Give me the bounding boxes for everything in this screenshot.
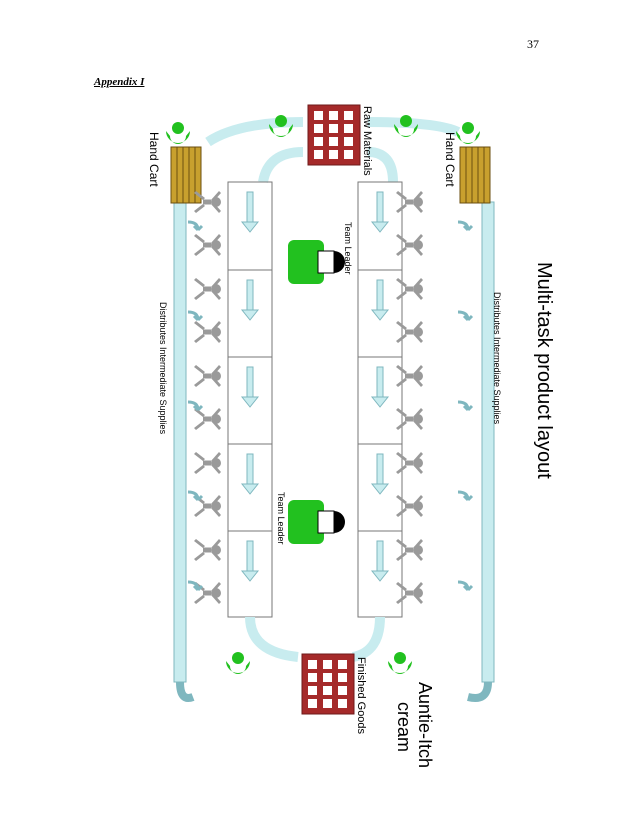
- worker-icon: [396, 191, 423, 604]
- right-supply-pipe: [481, 201, 495, 683]
- finished-goods-label: Finished Goods: [355, 657, 367, 735]
- worker-icon: [194, 191, 221, 604]
- team-leader-label-top: Team Leader: [343, 222, 353, 275]
- right-pipe-bottom-hook: [467, 681, 492, 702]
- hand-cart-right-label: Hand Cart: [443, 132, 457, 187]
- distributes-label-right: Distributes Intermediate Supplies: [492, 292, 502, 425]
- left-pipe-bottom-hook: [176, 681, 195, 702]
- team-leader-label-bottom: Team Leader: [276, 492, 286, 545]
- raw-materials-label: Raw Materials: [361, 106, 373, 176]
- hand-cart-left-label: Hand Cart: [147, 132, 161, 187]
- team-leader-icon: [287, 499, 346, 545]
- raw-materials-box: [307, 104, 361, 166]
- product-name-line2: cream: [394, 702, 414, 752]
- feed-arrow-left-line: [258, 147, 304, 184]
- supervisor-icon: [456, 122, 480, 144]
- product-name-line1: Auntie-Itch: [415, 682, 435, 768]
- supervisor-icon: [166, 122, 190, 144]
- feed-arrow-top-right: [367, 117, 461, 137]
- page-number: 37: [527, 37, 539, 51]
- supervisor-icon: [226, 652, 250, 674]
- finished-goods-box: [301, 653, 355, 715]
- team-leader-icon: [287, 239, 346, 285]
- diagram-title: Multi-task product layout: [533, 262, 555, 479]
- supply-arrow-icon: [186, 220, 474, 592]
- output-arrow-right: [351, 616, 385, 662]
- hand-cart-right: [459, 146, 491, 204]
- output-arrow-left: [245, 616, 299, 662]
- appendix-heading: Appendix I: [94, 76, 145, 88]
- left-supply-pipe: [173, 201, 187, 683]
- feed-arrow-right-line: [367, 147, 398, 183]
- layout-diagram: Raw Materials Hand Cart Hand Cart Team L…: [147, 104, 555, 768]
- distributes-label-left: Distributes Intermediate Supplies: [158, 302, 168, 435]
- supervisor-icon: [388, 652, 412, 674]
- feed-arrow-top-left: [205, 117, 304, 147]
